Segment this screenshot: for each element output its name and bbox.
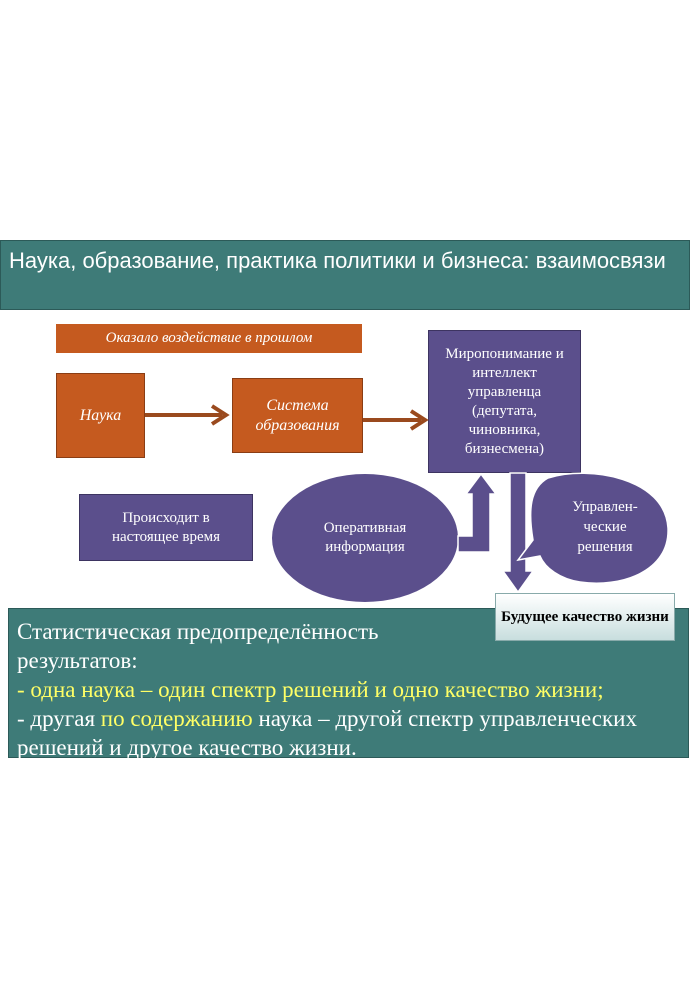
education-system-box: Система образования <box>232 378 363 453</box>
line3-highlight: по содержанию <box>100 706 253 731</box>
up-arrow-info-to-worldview <box>457 472 498 553</box>
nauka-box: Наука <box>56 373 145 458</box>
decisions-text: Управлен-ческие решения <box>572 499 638 555</box>
past-influence-label: Оказало воздействие в прошлом <box>56 324 362 353</box>
conclusion-line-1: Статистическая предопределённость резуль… <box>17 619 379 673</box>
conclusion-panel: Статистическая предопределённость резуль… <box>8 608 689 760</box>
worldview-box: Миропонимание и интеллект управленца (де… <box>428 330 581 473</box>
future-quality-box: Будущее качество жизни <box>495 593 675 641</box>
down-arrow-to-future <box>501 472 535 594</box>
decisions-bubble <box>516 472 669 584</box>
operational-info-ellipse: Оперативная информация <box>272 474 458 602</box>
slide-title: Наука, образование, практика политики и … <box>0 240 690 310</box>
conclusion-line-2: - одна наука – один спектр решений и одн… <box>17 677 604 702</box>
line3-prefix: - другая <box>17 706 101 731</box>
arrowhead-1 <box>210 404 230 426</box>
line3-suffix: наука – другой спектр управленческих реш… <box>17 706 637 760</box>
arrowhead-2 <box>409 409 429 431</box>
conclusion-line-3: - другая по содержанию наука – другой сп… <box>17 704 680 762</box>
present-time-box: Происходит в настоящее время <box>79 494 253 561</box>
